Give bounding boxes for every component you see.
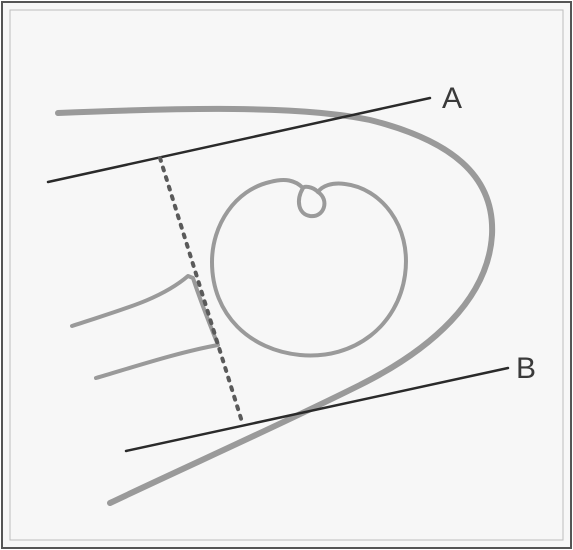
line-b: [124, 366, 510, 453]
outer-curve: [55, 105, 496, 506]
diagram-inner-border: [9, 9, 564, 541]
inner-notch: [296, 184, 327, 219]
label-b: B: [516, 352, 536, 385]
left-shape: [70, 274, 220, 380]
dotted-line: [158, 156, 245, 427]
label-a: A: [442, 82, 462, 115]
line-a: [46, 96, 432, 184]
inner-shape: [209, 178, 408, 358]
